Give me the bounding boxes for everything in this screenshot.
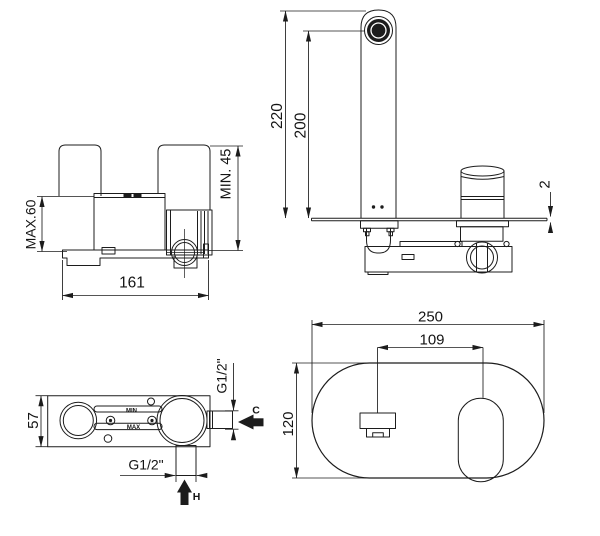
- cold-label: C: [252, 405, 260, 417]
- link-screw-dot: [150, 418, 154, 423]
- oval-wall-plate: [311, 362, 545, 479]
- valve-port-inner: [470, 245, 494, 270]
- body-plan-view: MIN MAX 57 G1/2" C G1/2" H: [25, 358, 264, 505]
- left-cartridge-cylinder: [58, 144, 102, 196]
- spout-flange: [360, 220, 399, 229]
- dim-hot-thread-label: G1/2": [128, 457, 163, 473]
- dim-width-label: 161: [119, 275, 145, 292]
- housing-bolt: [454, 240, 461, 248]
- cold-inlet-stub: [206, 410, 233, 429]
- valve-port-inner: [159, 398, 205, 443]
- aerator-ring: [364, 16, 393, 45]
- dim-max-depth-label: MAX.60: [23, 199, 39, 249]
- spout-column: [360, 9, 397, 219]
- hot-flow-arrow: [177, 479, 192, 493]
- min-mark-label: MIN: [126, 409, 137, 415]
- dim-plate-height-label: 120: [280, 411, 297, 436]
- outlet-socket: [173, 256, 198, 269]
- dim-plate-width-label: 250: [418, 309, 443, 326]
- body-top-mark: [123, 194, 132, 197]
- body-top-bar: [399, 241, 463, 247]
- link-bar-top: [93, 405, 163, 413]
- side-view: 220 200 2: [269, 9, 554, 275]
- spout-plan-body: [359, 412, 396, 429]
- hot-label: H: [193, 491, 201, 503]
- link-screw: [147, 415, 157, 426]
- inlet-funnel: [366, 228, 391, 254]
- dim-spout-height-label: 200: [293, 112, 310, 138]
- hot-flow-arrow-stem: [180, 492, 189, 505]
- handle-flange: [456, 220, 509, 228]
- dim-min-depth-label: MIN. 45: [219, 149, 235, 200]
- dim-cold-thread-label: G1/2": [214, 358, 230, 393]
- max-mark-label: MAX: [127, 425, 140, 431]
- body-tab: [101, 247, 116, 255]
- handle-top-rim: [460, 165, 505, 177]
- link-screw: [105, 415, 116, 426]
- fixing-hole: [103, 434, 113, 443]
- valve-port-outer: [156, 395, 208, 446]
- fixing-hole: [147, 397, 155, 406]
- dim-plate-thickness-label: 2: [537, 180, 554, 188]
- aerator-inner-ring: [370, 22, 387, 39]
- housing-bolt: [503, 240, 510, 248]
- link-screw-dot: [108, 418, 113, 423]
- flange-bolt-stem: [365, 231, 370, 237]
- dim-spout-to-handle-label: 109: [419, 332, 444, 349]
- plate-end-block: [203, 243, 209, 259]
- right-cartridge-cylinder: [157, 144, 211, 210]
- spout-plan-notch: [372, 432, 384, 438]
- body-top-mark: [133, 194, 142, 197]
- sensor-dot: [371, 205, 376, 209]
- mixer-body-box: [93, 193, 166, 251]
- cold-flow-arrow-stem: [253, 418, 264, 427]
- dim-total-height-label: 220: [269, 103, 286, 129]
- spout-port-outer: [59, 401, 98, 440]
- handle-rim-lower-arc: [460, 176, 505, 180]
- hot-inlet-stub: [175, 445, 197, 476]
- body-foot: [367, 271, 389, 275]
- front-view: MAX.60 MIN. 45 161: [23, 144, 243, 300]
- outlet-housing: [166, 209, 213, 256]
- link-bar-bottom: [93, 422, 163, 431]
- dim-depth-label: 57: [25, 412, 42, 429]
- handle-plan-pill: [457, 397, 504, 483]
- valve-port-outer: [466, 241, 498, 274]
- handle-stem: [460, 226, 504, 242]
- body-slot: [401, 254, 415, 260]
- cold-flow-arrow: [238, 414, 254, 430]
- spout-port-inner: [62, 405, 94, 436]
- plate-plan-view: 250 109 120: [280, 309, 545, 483]
- sensor-dot: [380, 205, 384, 209]
